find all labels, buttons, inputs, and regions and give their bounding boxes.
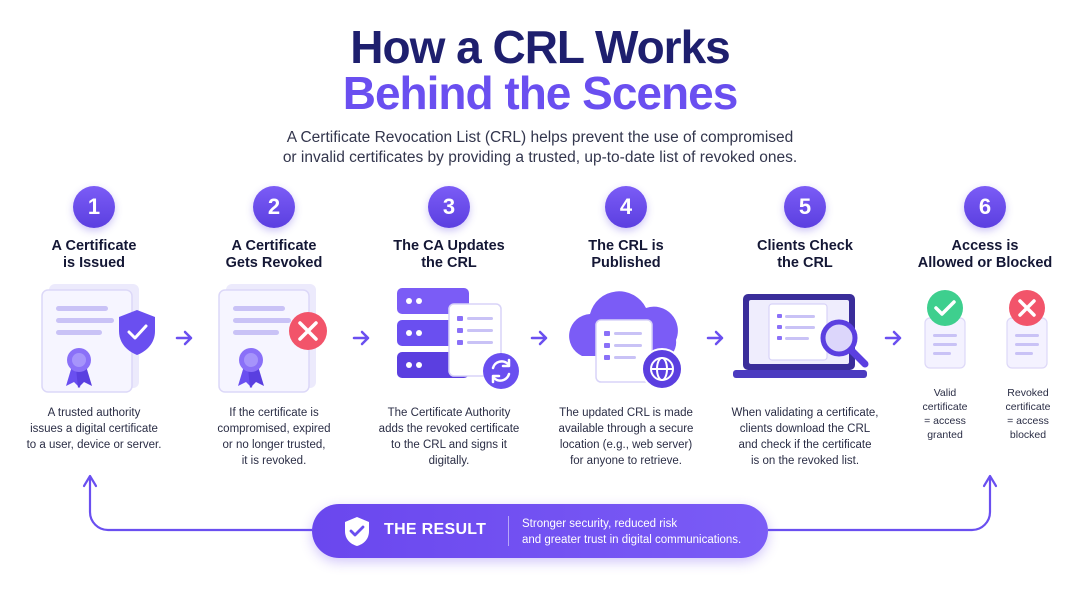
step-number-badge: 6 (964, 186, 1006, 228)
server-update-icon (397, 288, 519, 389)
step-number-badge: 1 (73, 186, 115, 228)
arrow-right-icon (706, 330, 724, 346)
arrow-right-icon (352, 330, 370, 346)
step-number-badge: 2 (253, 186, 295, 228)
intro-text: A Certificate Revocation List (CRL) help… (282, 129, 798, 166)
page-subtitle-highlight: Behind the Scenes (342, 67, 739, 119)
result-banner: THE RESULT Stronger security, reduced ri… (312, 504, 768, 558)
arrow-right-icon (530, 330, 548, 346)
shield-check-icon (345, 517, 369, 546)
result-divider (508, 516, 509, 546)
arrow-right-icon (175, 330, 193, 346)
step-number-badge: 3 (428, 186, 470, 228)
certificate-shield-icon (41, 284, 155, 393)
cloud-globe-icon (569, 291, 683, 390)
result-title: THE RESULT (384, 521, 487, 538)
certificate-revoked-icon (218, 284, 327, 393)
step-number-badge: 5 (784, 186, 826, 228)
laptop-search-icon (733, 294, 869, 378)
arrow-right-icon (884, 330, 902, 346)
access-result-icon (924, 290, 1048, 369)
page-title: How a CRL Works (350, 21, 730, 73)
step-description: When validating a certificate,clients do… (731, 407, 879, 467)
feedback-loop-line (82, 474, 998, 532)
step-number-badge: 4 (605, 186, 647, 228)
